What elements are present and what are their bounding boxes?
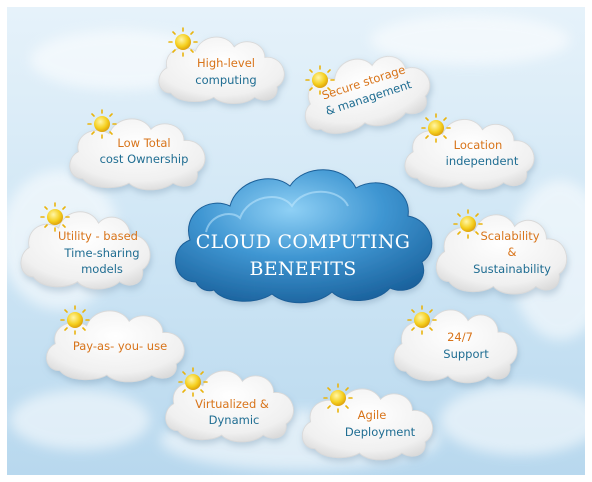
- benefit-agile-deployment: Agile Deployment: [301, 383, 434, 461]
- benefit-label-line2: computing: [195, 73, 256, 87]
- benefit-label-line1: Low Total: [117, 136, 170, 150]
- center-cloud: [175, 169, 433, 304]
- benefit-label-line1: Scalability: [480, 229, 539, 243]
- benefit-label-line1: High-level: [197, 56, 255, 70]
- benefit-label-line2: Support: [443, 347, 489, 361]
- benefit-label-line1: Utility - based: [58, 229, 138, 243]
- benefit-support: 24/7 Support: [393, 305, 518, 384]
- benefit-label-line1: Location: [454, 138, 503, 152]
- benefit-label-line2: cost Ownership: [100, 152, 189, 166]
- benefit-label-line1: Virtualized &: [195, 397, 269, 411]
- benefit-label-line2: Dynamic: [209, 413, 260, 427]
- benefit-label-line2: Time-sharing: [63, 246, 139, 260]
- benefit-pay-as-you-use: Pay-as- you- use: [46, 305, 185, 383]
- benefit-high-level-computing: High-level computing: [158, 27, 285, 105]
- benefit-label-line1: Agile: [358, 408, 387, 422]
- benefit-label-line2: &: [508, 245, 517, 259]
- benefit-label-line3: models: [81, 262, 123, 276]
- benefit-label-line2: independent: [446, 154, 519, 168]
- benefit-virtualized-dynamic: Virtualized & Dynamic: [165, 367, 294, 443]
- benefit-utility-based: Utility - based Time-sharing models: [20, 202, 151, 290]
- benefit-label-line2: Deployment: [345, 425, 416, 439]
- benefit-label-line1: Pay-as- you- use: [73, 339, 167, 353]
- benefit-low-total-cost: Low Total cost Ownership: [69, 109, 206, 191]
- benefit-label-line1: 24/7: [447, 330, 473, 344]
- benefit-scalability: Scalability & Sustainability: [435, 209, 568, 295]
- benefit-label-line3: Sustainability: [473, 262, 551, 276]
- benefit-location-independent: Location independent: [404, 113, 535, 190]
- center-title-line1: CLOUD COMPUTING: [196, 231, 411, 253]
- center-title-line2: BENEFITS: [249, 258, 356, 280]
